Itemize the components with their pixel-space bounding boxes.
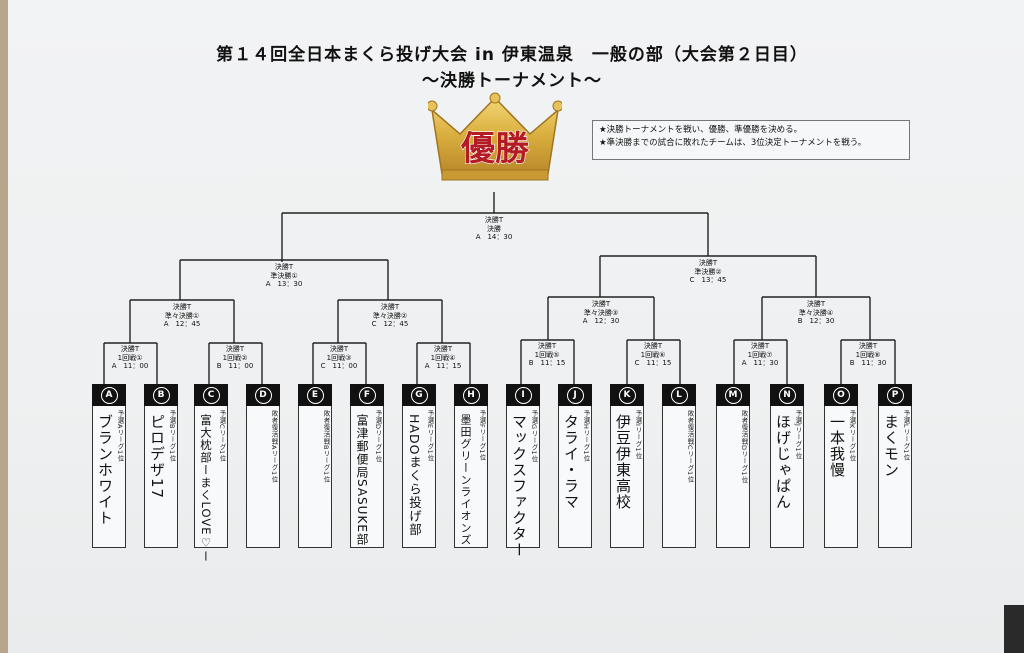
team-name: ピロデザ17 <box>148 414 166 500</box>
team-slot-e: E 敗者復活戦Bリーグ1位 <box>298 384 332 548</box>
team-slot-a: A 予選Aリーグ1位ブランホワイト <box>92 384 126 548</box>
team-qualification: 敗者復活戦Cリーグ1位 <box>686 410 694 483</box>
team-slot-i: I 予選Gリーグ1位マックスファクター <box>506 384 540 558</box>
team-qualification: 予選Kリーグ1位 <box>848 410 856 462</box>
page-subtitle: 〜決勝トーナメント〜 <box>422 71 602 91</box>
team-slot-p: P 予選Lリーグ1位まくモン <box>878 384 912 548</box>
rules-notes: ★決勝トーナメントを戦い、優勝、準優勝を決める。 ★準決勝までの試合に敗れたチー… <box>592 120 910 160</box>
team-name: まくモン <box>882 414 900 478</box>
team-letter-badge: P <box>886 386 904 404</box>
team-letter-badge: F <box>358 386 376 404</box>
team-letter-badge: G <box>410 386 428 404</box>
team-qualification: 予選Aリーグ1位 <box>116 410 124 462</box>
team-slot-b: B 予選Bリーグ1位ピロデザ17 <box>144 384 178 548</box>
team-slot-k: K 予選Iリーグ1位伊豆伊東高校 <box>610 384 644 548</box>
note-line: ★準決勝までの試合に敗れたチームは、3位決定トーナメントを戦う。 <box>599 138 867 148</box>
team-slot-f: F 予選Dリーグ1位富津郵便局SASUKE部 <box>350 384 384 548</box>
team-slot-g: G 予選Eリーグ1位 HADOまくら投げ部 <box>402 384 436 548</box>
team-name: HADOまくら投げ部 <box>407 414 422 537</box>
team-letter-badge: J <box>566 386 584 404</box>
team-slot-m: M 敗者復活戦Dリーグ1位 <box>716 384 750 548</box>
team-letter-badge: C <box>202 386 220 404</box>
team-letter-badge: H <box>462 386 480 404</box>
page-title: 第１４回全日本まくら投げ大会 in 伊東温泉 一般の部（大会第２日目） <box>216 45 808 65</box>
team-letter-badge: E <box>306 386 324 404</box>
crown-icon: 優勝 <box>428 92 562 181</box>
crown-text: 優勝 <box>460 129 530 169</box>
team-slot-d: D 敗者復活戦Aリーグ1位 <box>246 384 280 548</box>
team-qualification: 予選Lリーグ1位 <box>902 410 910 461</box>
team-qualification: 敗者復活戦Dリーグ1位 <box>740 410 748 484</box>
team-name: 伊豆伊東高校 <box>614 414 632 510</box>
team-qualification: 予選Cリーグ1位 <box>218 410 226 462</box>
team-name: 墨田グリーンライオンズ <box>459 414 472 546</box>
team-name: 一本我慢 <box>828 414 846 478</box>
team-letter-badge: L <box>670 386 688 404</box>
team-slot-j: J 予選Hリーグ1位タライ・ラマ <box>558 384 592 548</box>
team-letter-badge: A <box>100 386 118 404</box>
team-name: マックスファクター <box>510 414 528 558</box>
team-letter-badge: N <box>778 386 796 404</box>
wall-edge <box>0 0 8 653</box>
team-letter-badge: D <box>254 386 272 404</box>
team-qualification: 敗者復活戦Aリーグ1位 <box>270 410 278 483</box>
team-slot-c: C 予選Cリーグ1位富大枕部ーまくLOVE♡ー <box>194 384 228 563</box>
team-qualification: 予選Bリーグ1位 <box>168 410 176 462</box>
team-letter-badge: K <box>618 386 636 404</box>
team-letter-badge: O <box>832 386 850 404</box>
team-letter-badge: B <box>152 386 170 404</box>
team-letter-badge: M <box>724 386 742 404</box>
team-name: タライ・ラマ <box>562 414 580 510</box>
corner-object <box>1004 605 1024 653</box>
team-slot-l: L 敗者復活戦Cリーグ1位 <box>662 384 696 548</box>
team-name: 富大枕部ーまくLOVE♡ー <box>199 414 213 563</box>
team-qualification: 予選Jリーグ1位 <box>794 410 802 460</box>
team-name: ほげじゃぱん <box>774 414 792 510</box>
team-qualification: 敗者復活戦Bリーグ1位 <box>322 410 330 483</box>
team-name: 富津郵便局SASUKE部 <box>355 414 369 546</box>
team-qualification: 予選Gリーグ1位 <box>530 410 538 463</box>
team-slot-o: O 予選Kリーグ1位一本我慢 <box>824 384 858 548</box>
team-qualification: 予選Iリーグ1位 <box>634 410 642 460</box>
team-name: ブランホワイト <box>96 414 114 526</box>
team-slot-h: H 予選Fリーグ1位墨田グリーンライオンズ <box>454 384 488 548</box>
team-slot-n: N 予選Jリーグ1位ほげじゃぱん <box>770 384 804 548</box>
team-letter-badge: I <box>514 386 532 404</box>
team-qualification: 予選Dリーグ1位 <box>374 410 382 463</box>
team-qualification: 予選Fリーグ1位 <box>478 410 486 461</box>
team-qualification: 予選Eリーグ1位 <box>426 410 434 462</box>
team-qualification: 予選Hリーグ1位 <box>582 410 590 463</box>
note-line: ★決勝トーナメントを戦い、優勝、準優勝を決める。 <box>599 125 803 135</box>
